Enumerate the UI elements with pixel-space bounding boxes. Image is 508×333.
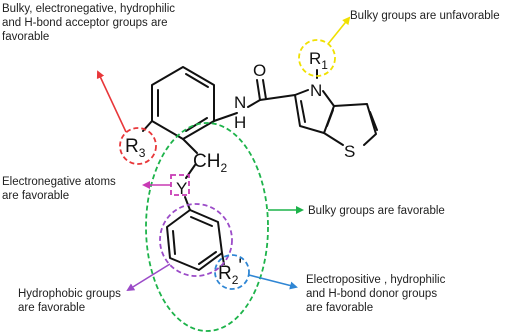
annotation-line: are favorable — [306, 302, 373, 314]
bond-nh-carbonyl — [247, 99, 261, 108]
annotation-line: favorable — [2, 31, 49, 43]
arrows — [96, 16, 351, 292]
bond-carbonyl-o-2 — [262, 79, 267, 100]
annotation-line: are favorable — [18, 302, 85, 314]
linker-highlight-ellipse — [145, 122, 269, 332]
bond-s-c6a — [323, 132, 344, 146]
bond-y-benzene — [184, 196, 191, 211]
annotation-line: Bulky groups are unfavorable — [350, 10, 500, 22]
pyrrole-double-1 — [300, 100, 306, 123]
annotation-line: and H-bond acceptor groups are — [2, 17, 168, 29]
benzene-lower-double-2 — [198, 251, 217, 265]
benzene-ring-left — [151, 66, 215, 140]
bond-carbonyl-o-1 — [256, 79, 261, 101]
atom-nitrogen-amide: N — [234, 93, 246, 112]
r3-annotation: Bulky, electronegative, hydrophilic and H… — [2, 3, 175, 43]
annotation-line: Electropositive , hydrophilic — [306, 274, 446, 286]
annotation-line: Electronegative atoms — [2, 176, 116, 188]
molecule-bonds — [142, 66, 378, 271]
benzene-ring-lower — [166, 209, 223, 271]
atom-hydrogen-amide: H — [234, 113, 246, 132]
atom-oxygen: O — [253, 61, 266, 80]
bond-ring-nh — [213, 112, 238, 122]
linker-annotation: Bulky groups are favorable — [308, 205, 445, 217]
benzene-left-double-1 — [185, 73, 209, 88]
atom-labels: O N N H S R1 R3 CH2 Y R2' — [125, 49, 355, 287]
aryl-annotation: Hydrophobic groups are favorable — [18, 288, 121, 314]
atom-r1: R1 — [309, 49, 328, 72]
r2-arrow — [248, 274, 298, 290]
annotation-line: Bulky groups are favorable — [308, 205, 445, 217]
y-annotation: Electronegative atoms are favorable — [2, 176, 116, 202]
bond-n-c3a — [322, 90, 335, 107]
annotation-line: Hydrophobic groups — [18, 288, 121, 300]
r1-annotation: Bulky groups are unfavorable — [350, 10, 500, 22]
atom-r3: R3 — [125, 136, 146, 160]
bond-ring-ch2 — [182, 138, 198, 154]
r1-arrow — [327, 16, 351, 45]
bond-carbonyl-pyrrole — [259, 94, 296, 101]
benzene-lower-double-3 — [172, 230, 176, 255]
atom-ch2: CH2 — [193, 151, 227, 175]
aryl-arrow — [126, 263, 171, 292]
r3-arrow — [96, 70, 127, 133]
annotation-line: and H-bond donor groups — [306, 288, 437, 300]
atom-nitrogen-ring: N — [310, 81, 322, 100]
benzene-lower-double-1 — [190, 216, 213, 227]
atom-sulfur: S — [344, 142, 355, 161]
r2-annotation: Electropositive , hydrophilic and H-bond … — [306, 274, 446, 314]
pyrrole-double-2 — [326, 109, 334, 127]
atom-y: Y — [176, 179, 187, 198]
r3-highlight-circle — [119, 127, 157, 165]
r2-highlight-circle — [214, 254, 250, 290]
aryl-highlight-circle — [159, 203, 233, 277]
highlights — [119, 39, 336, 332]
thiophene-ring — [333, 103, 377, 146]
annotation-line: are favorable — [2, 190, 69, 202]
r1-highlight-circle — [298, 39, 336, 77]
annotation-line: Bulky, electronegative, hydrophilic — [2, 3, 175, 15]
atom-r2-prime: R2' — [218, 256, 242, 287]
thiophene-double — [369, 111, 378, 131]
